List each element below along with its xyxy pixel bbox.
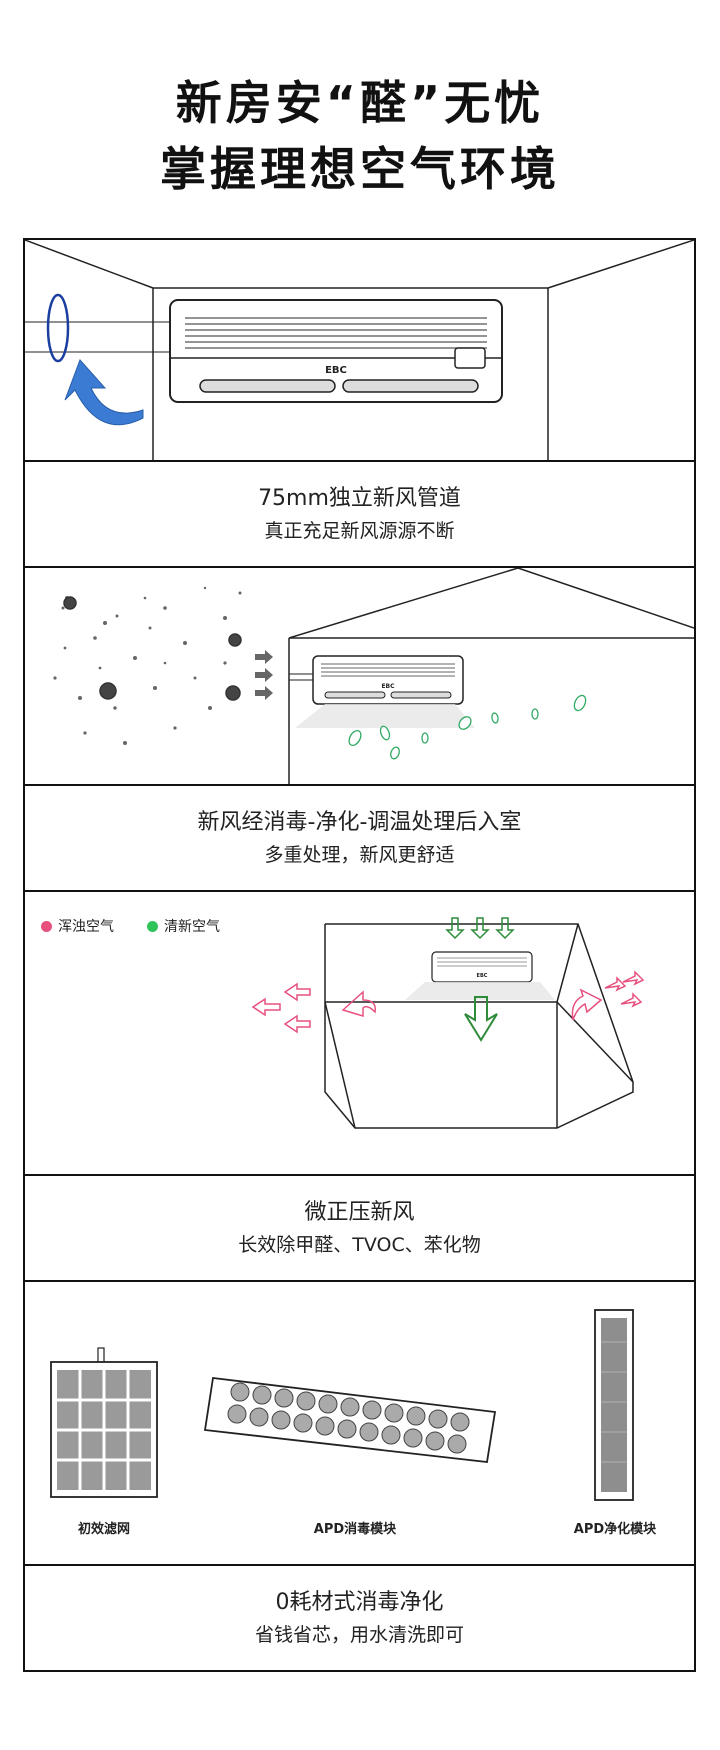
- duct-title: 75mm独立新风管道: [258, 486, 461, 511]
- fresh-intake-arrow-icon: [445, 917, 515, 940]
- filter-label-primary: 初效滤网: [77, 1522, 130, 1537]
- fresh-down-arrow-icon: [464, 996, 498, 1042]
- legend-fresh-air: 清新空气: [147, 916, 220, 936]
- ac-small-brand-label: EBC: [381, 683, 395, 690]
- fresh-air-dot-icon: [147, 920, 158, 932]
- pressure-illustration: EBC: [251, 917, 645, 1129]
- ac-room-brand-label: EBC: [477, 973, 488, 979]
- filter-label-apd-purify: APD净化模块: [573, 1522, 657, 1537]
- page-title: 新房安“醛”无忧 掌握理想空气环境: [0, 70, 720, 202]
- purify-caption-panel: 新风经消毒-净化-调温处理后入室 多重处理，新风更舒适: [23, 784, 696, 892]
- filters-illustration: [50, 1309, 634, 1501]
- legend-fresh-label: 清新空气: [164, 919, 220, 935]
- duct-subtitle: 真正充足新风源源不断: [264, 520, 455, 542]
- apd-purify-module-illustration: [594, 1309, 634, 1501]
- legend-dirty-label: 浑浊空气: [58, 919, 114, 935]
- airflow-arrow-icon: [64, 359, 144, 426]
- purify-illustration-panel: EBC: [23, 566, 696, 786]
- intake-arrow-icon: [255, 650, 273, 700]
- pressure-title: 微正压新风: [304, 1200, 415, 1225]
- ac-brand-label: EBC: [325, 365, 347, 376]
- virus-icon: [63, 596, 242, 701]
- filters-illustration-panel: 初效滤网 APD消毒模块 APD净化模块: [23, 1280, 696, 1566]
- pressure-illustration-panel: 浑浊空气 清新空气: [23, 890, 696, 1176]
- filters-caption-panel: 0耗材式消毒净化 省钱省芯，用水清洗即可: [23, 1564, 696, 1672]
- primary-filter-illustration: [50, 1347, 158, 1498]
- legend-dirty-air: 浑浊空气: [41, 916, 114, 936]
- title-line-2: 掌握理想空气环境: [160, 142, 560, 196]
- ac-unit-small-illustration: EBC: [312, 655, 464, 705]
- purify-subtitle: 多重处理，新风更舒适: [264, 844, 455, 866]
- pressure-subtitle: 长效除甲醛、TVOC、苯化物: [238, 1234, 481, 1256]
- filters-title: 0耗材式消毒净化: [275, 1590, 444, 1615]
- filter-label-apd-disinfect: APD消毒模块: [313, 1522, 397, 1537]
- duct-ring-icon: [46, 293, 70, 363]
- purify-illustration: EBC: [53, 568, 694, 784]
- duct-caption-panel: 75mm独立新风管道 真正充足新风源源不断: [23, 460, 696, 568]
- ac-unit-illustration: EBC: [169, 299, 503, 403]
- filters-subtitle: 省钱省芯，用水清洗即可: [254, 1624, 464, 1646]
- dirty-out-arrow-icon: [251, 970, 645, 1034]
- duct-illustration: EBC: [25, 240, 694, 460]
- dust-particles-icon: [53, 586, 242, 745]
- title-line-1: 新房安“醛”无忧: [175, 76, 545, 130]
- duct-illustration-panel: EBC: [23, 238, 696, 462]
- ac-unit-room-illustration: EBC: [431, 951, 533, 983]
- apd-disinfect-module-illustration: [203, 1377, 497, 1463]
- pressure-caption-panel: 微正压新风 长效除甲醛、TVOC、苯化物: [23, 1174, 696, 1282]
- dirty-air-dot-icon: [41, 920, 52, 932]
- purify-title: 新风经消毒-净化-调温处理后入室: [197, 810, 522, 835]
- leaf-icon: [348, 694, 587, 760]
